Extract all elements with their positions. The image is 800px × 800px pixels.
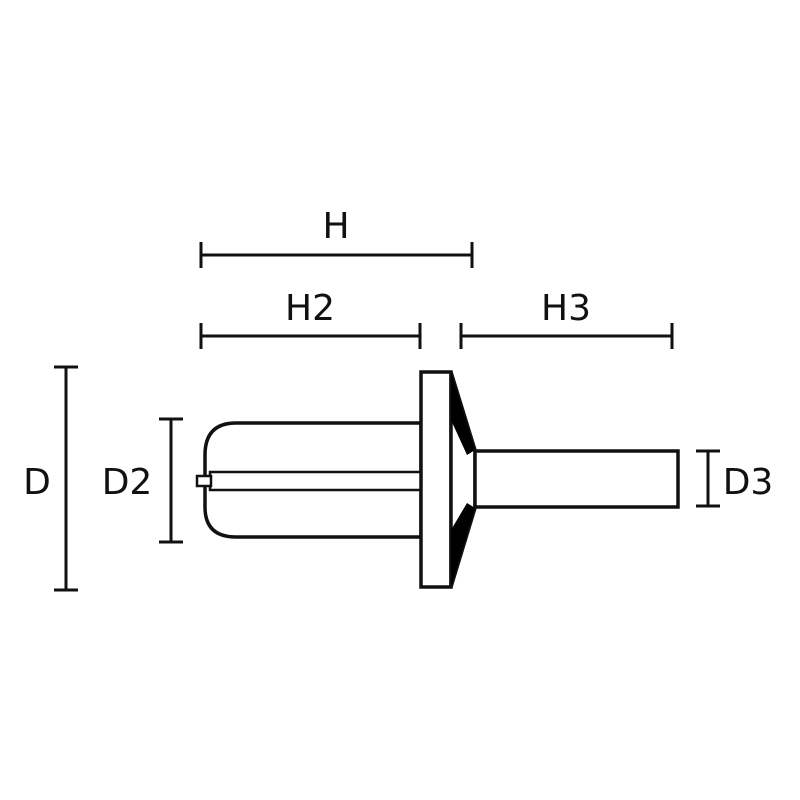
- dimension-h3: H3: [459, 288, 674, 349]
- rivet-shank: [195, 421, 423, 539]
- dimension-h2: H2: [199, 288, 422, 349]
- label-h3: H3: [541, 288, 591, 329]
- dimension-h: H: [199, 206, 474, 268]
- label-h2: H2: [285, 288, 335, 329]
- head-cone-shade-top: [451, 372, 475, 455]
- label-h: H: [322, 206, 349, 247]
- rivet-head: [419, 370, 477, 589]
- head-cone-shade-bottom: [451, 503, 475, 587]
- dimension-d: D: [23, 365, 78, 592]
- rivet-pin: [473, 449, 680, 509]
- shank-tip-tab: [195, 474, 213, 488]
- head-flange: [419, 370, 453, 589]
- label-d: D: [23, 462, 51, 503]
- dimension-d3: D3: [696, 449, 774, 508]
- dimension-d2: D2: [102, 417, 183, 544]
- label-d3: D3: [723, 462, 774, 503]
- shank-slot: [208, 470, 423, 492]
- pin-shaft: [473, 449, 680, 509]
- label-d2: D2: [102, 462, 153, 503]
